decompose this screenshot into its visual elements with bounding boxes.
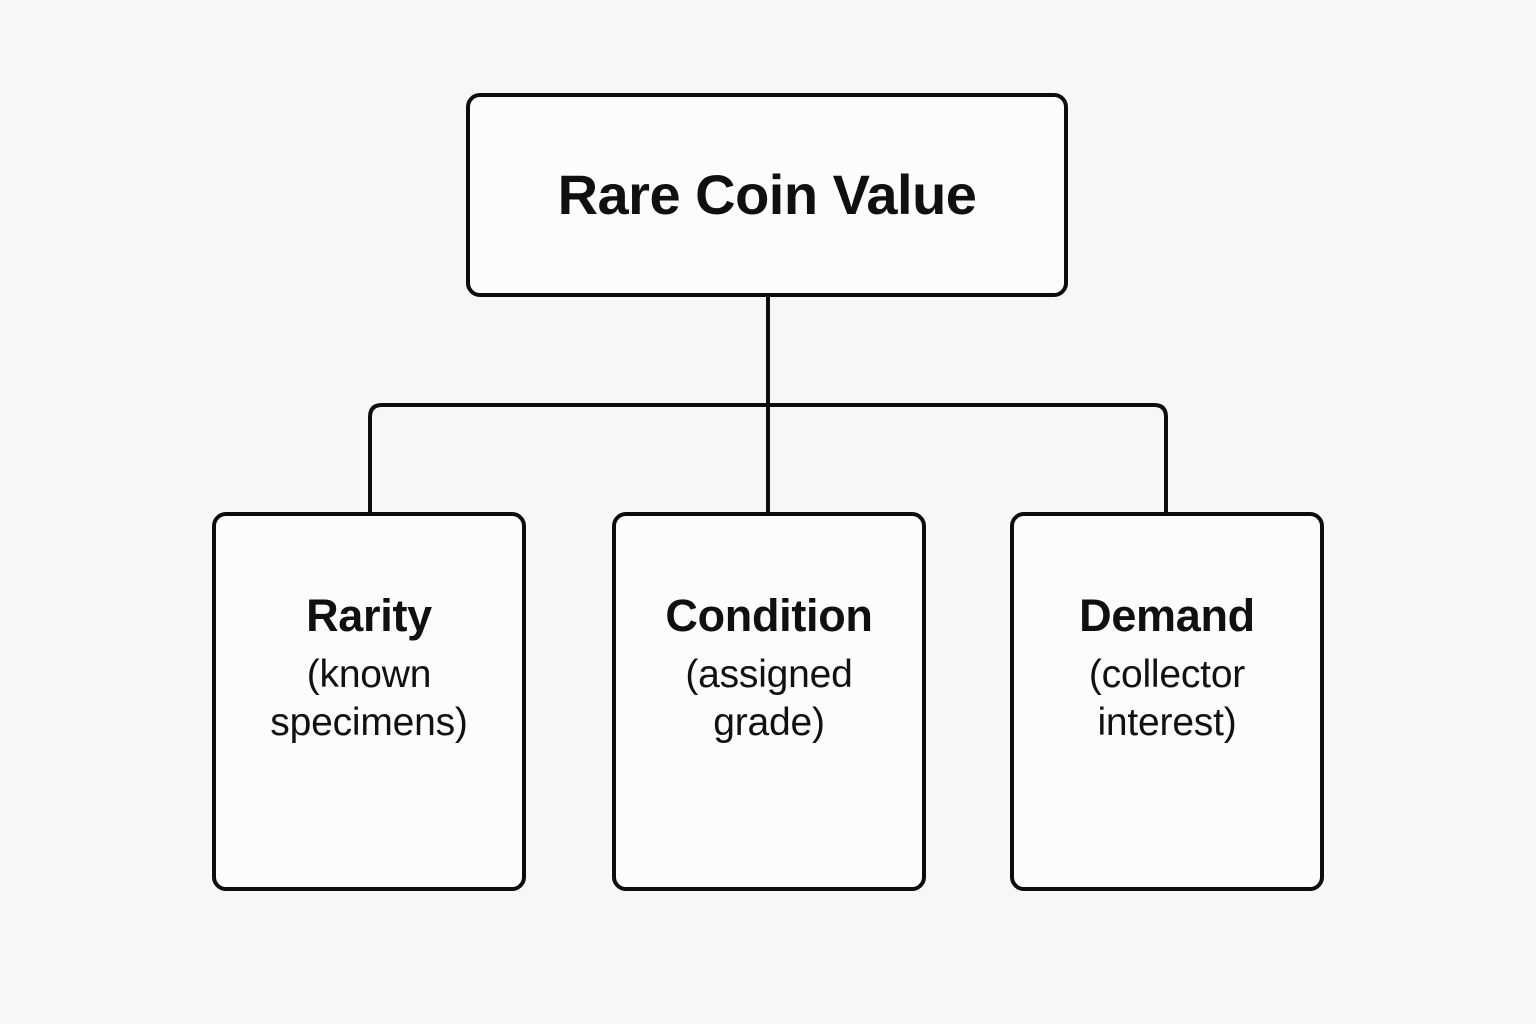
node-condition-subtitle: (assigned grade) [685, 653, 853, 744]
node-condition[interactable]: Condition (assigned grade) [612, 512, 926, 891]
node-rarity[interactable]: Rarity (known specimens) [212, 512, 526, 891]
connector-bus-bar [368, 403, 1168, 512]
node-demand[interactable]: Demand (collector interest) [1010, 512, 1324, 891]
node-rarity-title: Rarity [306, 590, 432, 641]
node-condition-title: Condition [665, 590, 873, 641]
node-rarity-subtitle: (known specimens) [270, 653, 468, 744]
node-root-title: Rare Coin Value [557, 162, 977, 226]
node-rare-coin-value[interactable]: Rare Coin Value [466, 93, 1068, 297]
node-demand-title: Demand [1079, 590, 1255, 641]
node-demand-subtitle: (collector interest) [1088, 653, 1246, 744]
